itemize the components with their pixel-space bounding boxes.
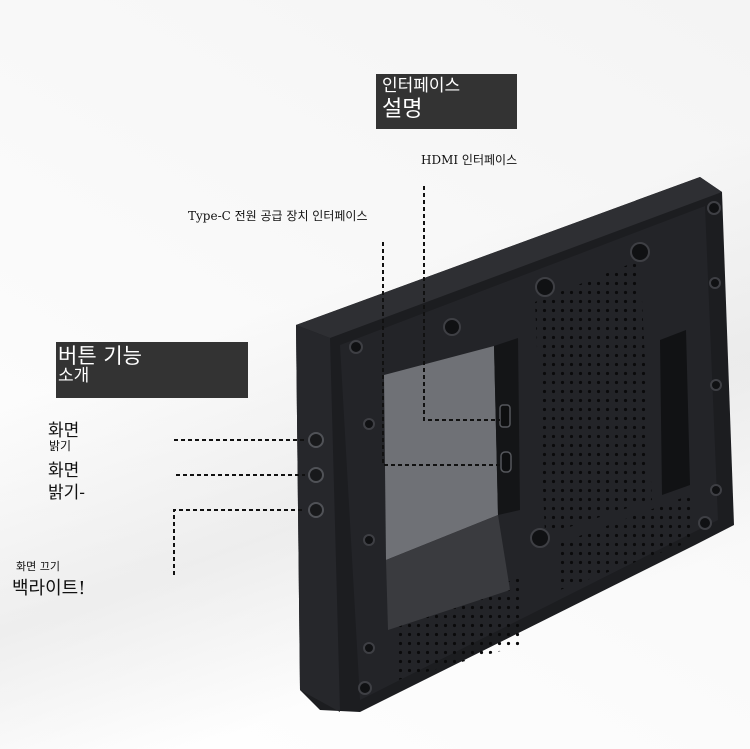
backlight-off-button xyxy=(308,502,324,518)
hdmi-port xyxy=(499,404,511,428)
interface-title-line2: 설명 xyxy=(382,97,423,122)
interface-title-line1: 인터페이스 xyxy=(382,76,461,96)
vent-grid-bottom xyxy=(395,578,522,680)
typec-leader xyxy=(382,242,501,466)
brightness-up-button xyxy=(308,432,324,448)
right-slot xyxy=(660,330,690,495)
interface-title-box: 인터페이스 설명 xyxy=(376,74,517,129)
button2-label-line1: 화면 xyxy=(48,461,80,481)
device-top-edge xyxy=(296,177,722,338)
hdmi-label: HDMI 인터페이스 xyxy=(421,153,518,167)
vent-grid-lower xyxy=(555,495,695,590)
button3-label-line2: 백라이트! xyxy=(12,578,86,599)
hdmi-leader xyxy=(423,186,500,421)
button1-label-line1: 화면 xyxy=(48,421,80,441)
side-buttons xyxy=(308,432,324,518)
vent-grid-main xyxy=(535,260,652,535)
typec-port xyxy=(500,451,512,473)
cavity-opening xyxy=(384,346,498,560)
button1-label-line2: 밝기 xyxy=(49,439,72,453)
button2-label-line2: 밝기- xyxy=(48,483,86,503)
leader-lines xyxy=(173,186,501,575)
button3-leader xyxy=(173,509,305,575)
button3-label-line1: 화면 끄기 xyxy=(16,560,60,573)
typec-label: Type-C 전원 공급 장치 인터페이스 xyxy=(188,209,368,223)
brightness-down-button xyxy=(308,467,324,483)
buttons-title-line2: 소개 xyxy=(58,366,90,386)
screws xyxy=(349,201,722,695)
buttons-title-line1: 버튼 기능 xyxy=(58,344,142,368)
device-side-face xyxy=(296,325,340,712)
buttons-title-box: 버튼 기능 소개 xyxy=(56,342,248,398)
